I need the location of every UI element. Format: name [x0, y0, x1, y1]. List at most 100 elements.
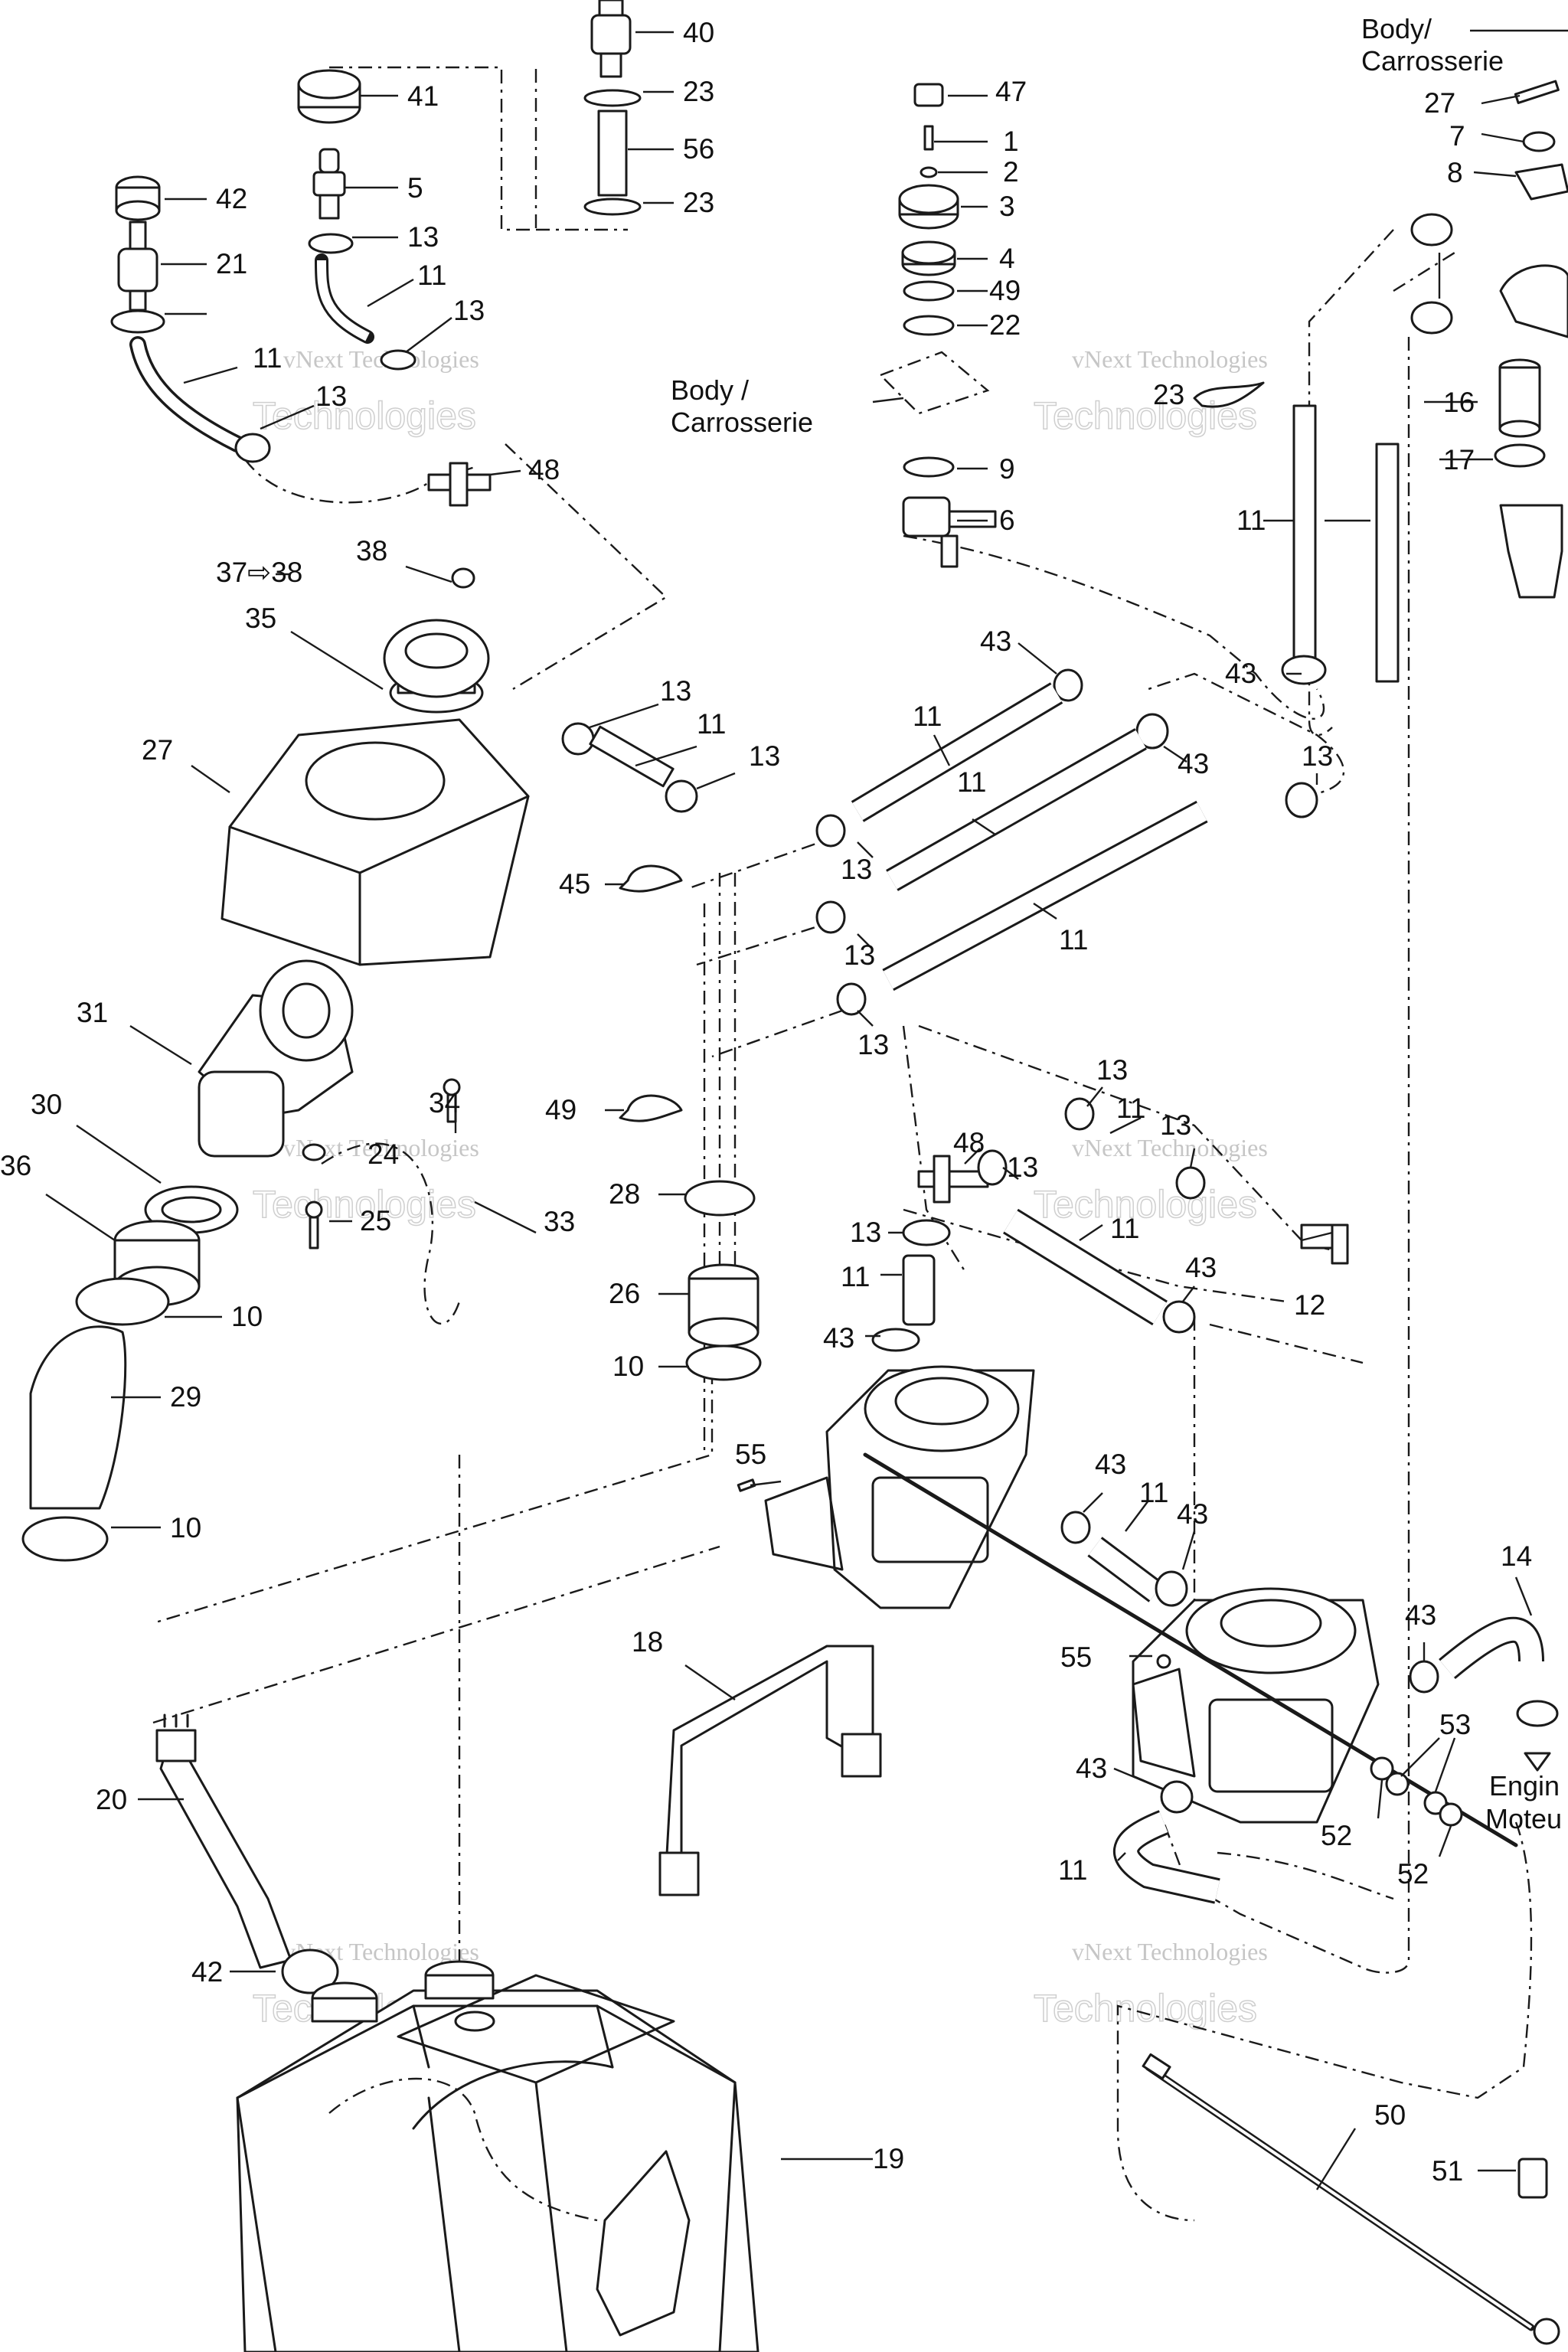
clamp-part-23c — [1193, 381, 1265, 408]
callout-38: 38 — [356, 535, 387, 567]
callout-3: 3 — [999, 191, 1015, 222]
clamp-part-10c — [685, 1344, 762, 1381]
callout-55: 56 — [683, 133, 714, 165]
callout-11: 11 — [1059, 924, 1088, 956]
callout-23: 23 — [683, 76, 714, 107]
sleeve-part-26 — [688, 1263, 760, 1348]
ring-part-43a — [1053, 668, 1083, 702]
fuel-cap-part-35 — [383, 619, 490, 714]
hose-part-11c — [1375, 443, 1400, 683]
strap-part-18 — [658, 1645, 882, 1896]
callout-19: 19 — [873, 2143, 904, 2174]
watermark-line2: Technologies — [1034, 1987, 1257, 2030]
ring-part-13f — [1285, 782, 1318, 818]
callout-47: 48 — [528, 454, 560, 485]
screw-part-27 — [1514, 80, 1560, 104]
callout-21: 21 — [216, 248, 247, 279]
ring-part-43h — [1409, 1660, 1439, 1694]
callout-13: 13 — [315, 381, 347, 412]
grommet-part-40 — [297, 69, 361, 124]
clamp-part-10a — [75, 1277, 170, 1326]
callout-54: 55 — [735, 1439, 766, 1470]
callout-34: 34 — [429, 1087, 460, 1119]
callout-13: 13 — [453, 295, 485, 326]
watermark-line2: Technologies — [1034, 1183, 1257, 1226]
sender-part-20 — [155, 1713, 292, 1969]
watermark-line1: vNext Technologies — [1072, 345, 1268, 373]
hose-part-30 — [29, 1325, 127, 1510]
watermark-2: vNext Technologies Technologies — [1033, 345, 1268, 438]
callout-43: 43 — [1076, 1753, 1107, 1784]
tee-part-47 — [427, 462, 492, 507]
callout-11: 11 — [1058, 1854, 1087, 1886]
callout-13: 13 — [850, 1217, 881, 1248]
callout-18: 18 — [632, 1626, 663, 1658]
callout-4: 4 — [999, 243, 1015, 274]
ring-part-13i — [836, 982, 867, 1016]
callout-10: 10 — [612, 1351, 644, 1382]
callout-9: 9 — [999, 453, 1015, 485]
callout-49: 49 — [989, 275, 1021, 306]
callout-29: 28 — [609, 1178, 640, 1210]
callout-35: 35 — [245, 603, 276, 634]
hose-part-11b — [1292, 404, 1317, 668]
callout-40: 41 — [407, 80, 439, 112]
valve-part-39 — [590, 0, 632, 78]
callout-42: 42 — [191, 1956, 223, 1988]
ring-part-43i — [1160, 1780, 1194, 1814]
washer-part-7 — [1522, 131, 1556, 152]
cover-part-28 — [220, 718, 530, 966]
elbow-part-12 — [1300, 1223, 1349, 1265]
ring-part-43f — [1060, 1511, 1091, 1544]
watermark-line1: vNext Technologies — [1072, 1938, 1268, 1965]
callout-11: 11 — [417, 260, 446, 291]
tee-part-46 — [917, 1155, 989, 1204]
ring-part-43e — [871, 1328, 920, 1352]
callout-11: 11 — [841, 1261, 870, 1292]
ring-part-13d — [561, 722, 595, 756]
watermark-4: vNext Technologies Technologies — [1033, 1134, 1268, 1227]
callout-43: 43 — [980, 626, 1011, 657]
body-label-top-right: Body/ Carrosserie — [1361, 13, 1504, 77]
clamp-part-23b — [583, 198, 642, 216]
callout-5: 5 — [407, 172, 423, 204]
callout-13: 13 — [841, 854, 872, 885]
washer-part-52b — [1439, 1802, 1463, 1827]
nut-part-36 — [113, 1220, 201, 1307]
callout-11: 11 — [957, 766, 986, 798]
callout-13: 13 — [1302, 740, 1333, 772]
bracket-part-51 — [1517, 2158, 1548, 2199]
ring-part-43b — [1135, 713, 1169, 750]
body-label-line2: Carrosserie — [1361, 45, 1504, 77]
callout-16: 16 — [1443, 387, 1475, 418]
callout-43: 43 — [1177, 1498, 1208, 1530]
callout-27: 27 — [1424, 87, 1455, 119]
ring-part-13b — [380, 349, 416, 371]
engine-label-line2: Moteu — [1485, 1803, 1562, 1834]
callout-11: 11 — [913, 701, 942, 732]
hose-part-11a — [589, 725, 675, 788]
parts — [21, 0, 1568, 2352]
callout-50: 50 — [1374, 2099, 1406, 2131]
ring-part-13l — [1064, 1097, 1095, 1131]
watermark-6: vNext Technologies Technologies — [1033, 1938, 1268, 2030]
callout-7: 7 — [1449, 120, 1465, 152]
washer-part-9 — [903, 456, 955, 478]
washer-part-2 — [920, 166, 938, 178]
callout-11: 11 — [253, 342, 282, 374]
callout-13: 13 — [1007, 1152, 1038, 1183]
callout-43: 43 — [823, 1322, 854, 1354]
tie-part-48 — [619, 1094, 683, 1122]
body-label-line1: Body / — [671, 374, 749, 406]
callout-51: 51 — [1432, 2155, 1463, 2187]
callout-33: 33 — [544, 1206, 575, 1237]
callout-43: 43 — [1178, 748, 1209, 779]
callout-52: 52 — [1321, 1820, 1352, 1851]
callout-39: 40 — [683, 17, 714, 48]
callout-25: 25 — [360, 1205, 391, 1236]
callout-13: 13 — [749, 740, 780, 772]
filter-part-21 — [117, 220, 158, 312]
callout-10: 10 — [231, 1301, 263, 1332]
hose-part-11d — [902, 1254, 936, 1326]
watermark-1: vNext Technologies Technologies — [252, 345, 479, 438]
